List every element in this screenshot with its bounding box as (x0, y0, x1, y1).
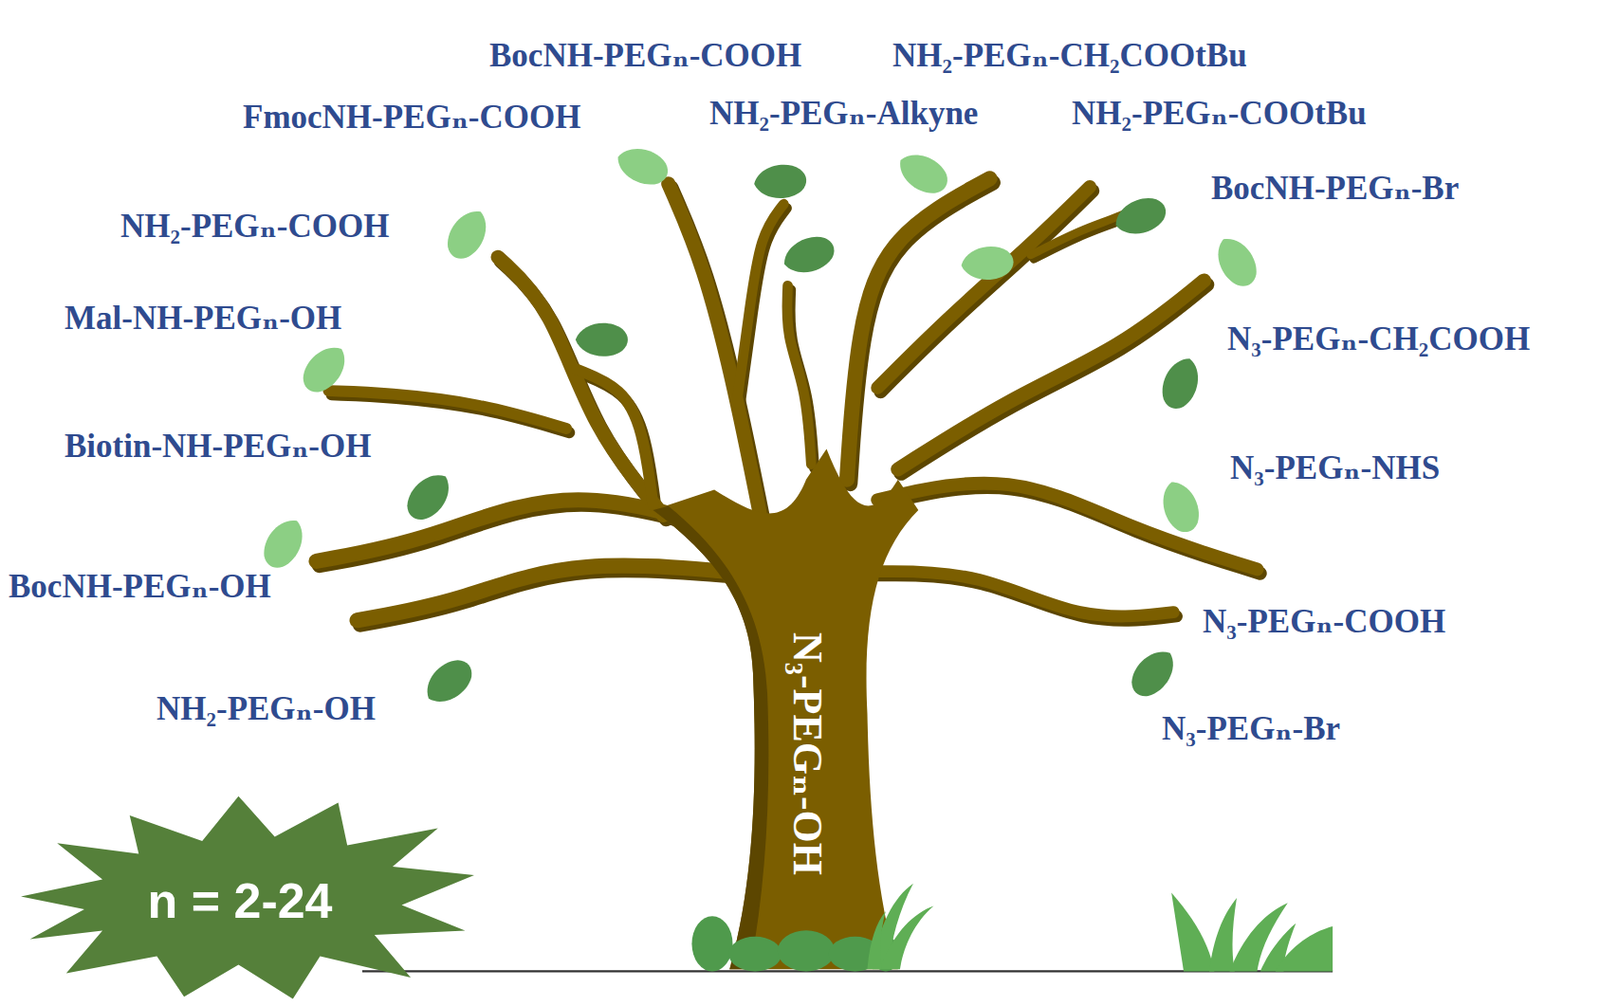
branch (497, 257, 663, 515)
leaf (959, 244, 1015, 283)
product-label: N₃-PEGₙ-CH₂COOH (1227, 320, 1530, 359)
leaf (418, 652, 480, 712)
product-label: NH₂-PEGₙ-COOH (120, 207, 389, 246)
product-label: NH₂-PEGₙ-COOtBu (1071, 94, 1367, 133)
leaves (256, 141, 1264, 712)
product-label: NH₂-PEGₙ-Alkyne (709, 94, 978, 133)
product-label: BocNH-PEGₙ-Br (1211, 169, 1459, 208)
product-label: Biotin-NH-PEGₙ-OH (64, 427, 371, 466)
tree-trunk (653, 448, 920, 970)
branch (898, 280, 1205, 470)
leaf (575, 323, 628, 357)
product-label: NH₂-PEGₙ-CH₂COOtBu (892, 36, 1248, 75)
leaf (612, 141, 674, 191)
branch (328, 390, 567, 429)
product-label: BocNH-PEGₙ-OH (8, 568, 272, 607)
product-label: N₃-PEGₙ-Br (1161, 710, 1341, 749)
product-label: N₃-PEGₙ-NHS (1230, 449, 1440, 488)
trunk-text: N₃-PEGₙ-OH (783, 632, 833, 876)
branch (875, 571, 1174, 617)
leaf (892, 146, 955, 202)
product-label: NH₂-PEGₙ-OH (156, 690, 376, 729)
leaf (1156, 352, 1206, 414)
leaf (1209, 231, 1265, 294)
branch (357, 566, 776, 622)
branch (877, 483, 1257, 571)
leaf (399, 465, 459, 528)
branch (576, 369, 654, 506)
trunk-shade (653, 506, 770, 971)
badge-text: n = 2-24 (147, 872, 332, 930)
starburst-badge: n = 2-24 (20, 790, 475, 1004)
grass (867, 883, 1334, 973)
branch (736, 203, 784, 404)
leaf (256, 513, 312, 575)
leaf (753, 163, 809, 202)
product-label: Mal-NH-PEGₙ-OH (64, 299, 342, 338)
leaf (1123, 643, 1183, 705)
product-label: BocNH-PEGₙ-COOH (489, 36, 802, 75)
trunk-label-area: N₃-PEGₙ-OH (779, 628, 837, 880)
leaf (1156, 477, 1206, 538)
product-label: FmocNH-PEGₙ-COOH (242, 98, 581, 137)
branch (787, 285, 811, 464)
product-label: N₃-PEGₙ-COOH (1202, 603, 1446, 642)
leaf (440, 203, 496, 266)
leaf (1110, 191, 1172, 241)
leaf (294, 338, 354, 401)
branch (846, 178, 991, 479)
branch (877, 186, 1090, 388)
leaf (778, 230, 840, 280)
